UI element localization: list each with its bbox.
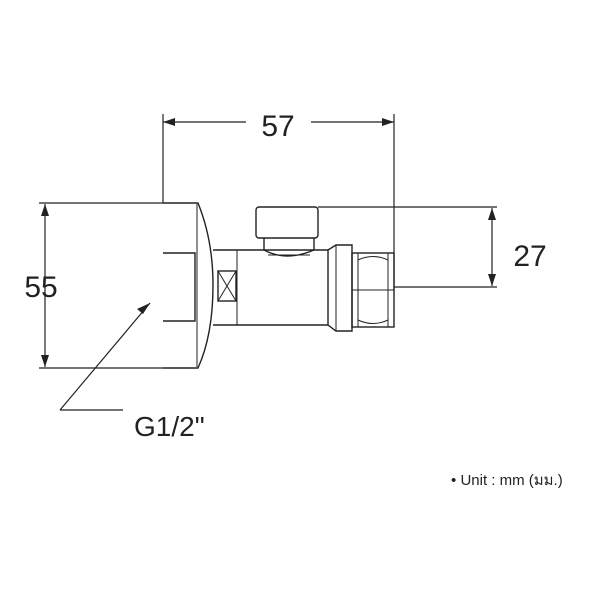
height-arrow-top	[41, 204, 49, 216]
thread-size-label: G1/2"	[134, 411, 205, 442]
spindle-square	[217, 270, 237, 302]
dimension-lines	[39, 114, 497, 411]
width-arrow-right	[382, 118, 394, 126]
wall-flange	[163, 202, 214, 369]
handle-knob	[255, 206, 319, 239]
inlet-hex	[163, 252, 196, 322]
unit-note-text: Unit : mm (มม.)	[460, 472, 563, 489]
height-arrow-bottom	[41, 355, 49, 367]
outlet-arrow-top	[488, 208, 496, 220]
outlet-arrow-bottom	[488, 274, 496, 286]
unit-note-bullet: •	[451, 472, 457, 489]
handle-stem	[263, 238, 315, 257]
outlet-collar	[327, 244, 353, 332]
thread-leader-arrow	[137, 303, 150, 314]
unit-note: • Unit : mm (มม.)	[451, 468, 563, 492]
outlet-dimension-label: 27	[513, 240, 546, 273]
width-dimension-label: 57	[261, 110, 294, 143]
height-dimension-label: 55	[24, 271, 57, 304]
width-arrow-left	[163, 118, 175, 126]
arrowheads	[41, 118, 496, 367]
valve-body	[163, 202, 395, 369]
